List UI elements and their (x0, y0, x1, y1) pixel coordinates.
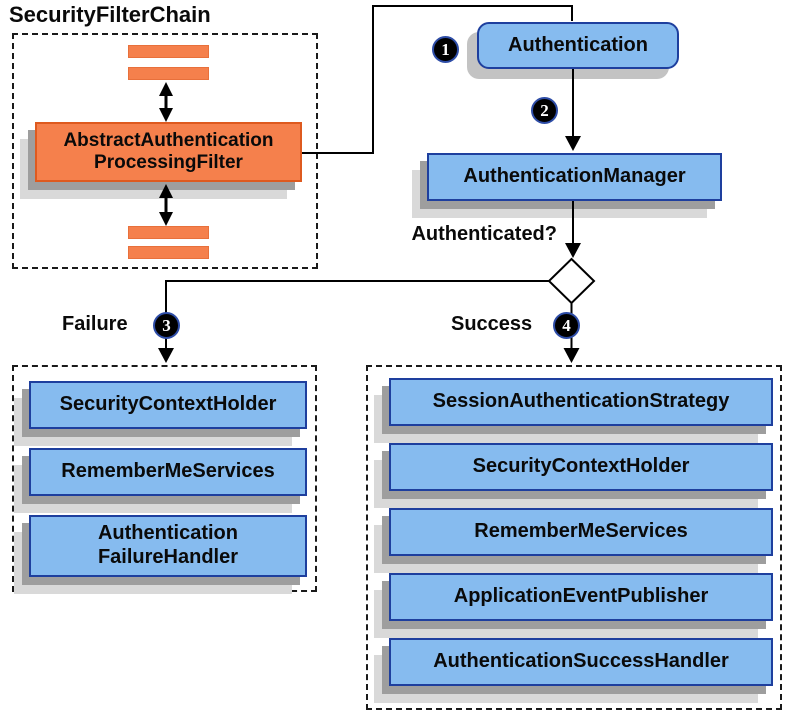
filter-bar-top-2 (128, 67, 209, 80)
session-authentication-strategy-box: SessionAuthenticationStrategy (389, 378, 773, 426)
failure-label: Failure (62, 313, 128, 335)
abstract-authentication-processing-filter-box: AbstractAuthentication ProcessingFilter (35, 122, 302, 182)
step-4-badge: 4 (553, 312, 580, 339)
authentication-success-handler-box: AuthenticationSuccessHandler (389, 638, 773, 686)
remember-me-services-box: RememberMeServices (389, 508, 773, 556)
failure-handlers-box: SecurityContextHolder RememberMeServices… (12, 365, 317, 592)
application-event-publisher-box: ApplicationEventPublisher (389, 573, 773, 621)
filter-bar-bottom-1 (128, 226, 209, 239)
decision-diamond (547, 257, 596, 305)
authentication-box: Authentication (477, 22, 679, 69)
manager-to-diamond-arrow (565, 201, 581, 258)
security-context-holder-box: SecurityContextHolder (29, 381, 307, 429)
step-3-badge: 3 (153, 312, 180, 339)
success-handlers-box: SessionAuthenticationStrategy SecurityCo… (366, 365, 782, 710)
authentication-failure-handler-box: Authentication FailureHandler (29, 515, 307, 577)
success-label: Success (451, 313, 533, 335)
security-filter-chain-title: SecurityFilterChain (9, 2, 211, 27)
authentication-manager-box: AuthenticationManager (427, 153, 722, 201)
security-context-holder-box: SecurityContextHolder (389, 443, 773, 491)
filter-bar-bottom-2 (128, 246, 209, 259)
step-1-badge: 1 (432, 36, 459, 63)
filter-bar-top-1 (128, 45, 209, 58)
remember-me-services-box: RememberMeServices (29, 448, 307, 496)
authentication-to-manager-arrow (565, 69, 581, 151)
step-2-badge: 2 (531, 97, 558, 124)
authenticated-question-label: Authenticated? (411, 223, 557, 245)
